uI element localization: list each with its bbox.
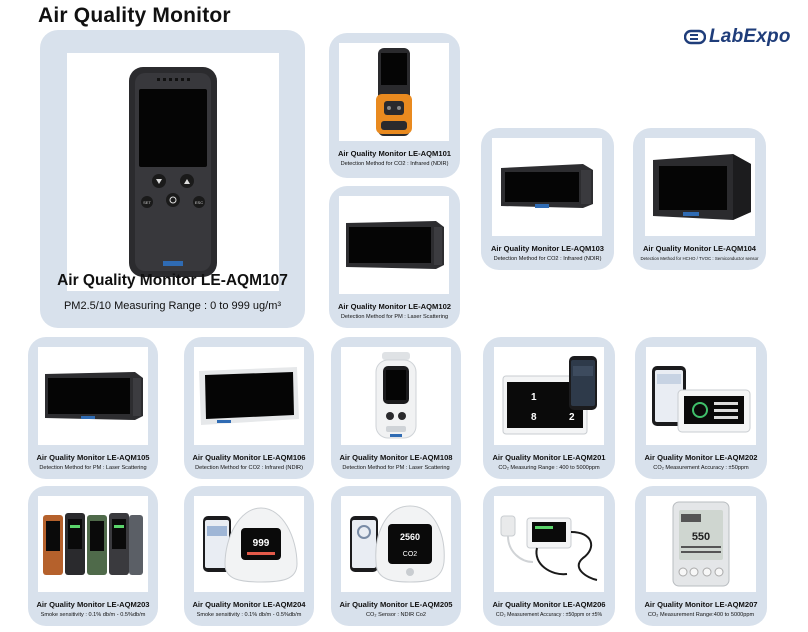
product-name: Air Quality Monitor LE-AQM201 (492, 453, 606, 462)
product-card-aqm204[interactable]: 999 Air Quality Monitor LE-AQM204 Smoke … (184, 486, 314, 626)
product-description: Detection Method for CO2 : Infrared (NDI… (340, 161, 449, 167)
product-image-aqm107: SET ESC (67, 53, 279, 291)
product-image-aqm203 (38, 496, 148, 592)
product-name: Air Quality Monitor LE-AQM204 (192, 600, 306, 609)
product-card-aqm202[interactable]: Air Quality Monitor LE-AQM202 CO₂ Measur… (635, 337, 767, 479)
product-card-aqm207[interactable]: 550 Air Quality Monitor LE-AQM207 CO₂ Me… (635, 486, 767, 626)
product-description: CO₂ Measurement Accuracy : ±50ppm (653, 465, 749, 471)
product-image-aqm105 (38, 347, 148, 445)
product-name: Air Quality Monitor LE-AQM203 (36, 600, 150, 609)
product-card-aqm102[interactable]: Air Quality Monitor LE-AQM102 Detection … (329, 186, 460, 328)
product-image-aqm101 (339, 43, 449, 141)
product-card-aqm103[interactable]: Air Quality Monitor LE-AQM103 Detection … (481, 128, 614, 270)
product-description: Detection Method for CO2 : Infrared (NDI… (493, 256, 602, 262)
set-button-label: SET (143, 200, 151, 205)
product-description: Detection Method for PM : Laser Scatteri… (340, 314, 449, 320)
product-card-aqm107[interactable]: SET ESC Air Quality Monitor LE-AQM107 PM… (40, 30, 305, 328)
product-card-aqm106[interactable]: Air Quality Monitor LE-AQM106 Detection … (184, 337, 314, 479)
product-card-aqm104[interactable]: Air Quality Monitor LE-AQM104 Detection … (633, 128, 766, 270)
product-description: PM2.5/10 Measuring Range : 0 to 999 ug/m… (63, 300, 282, 312)
product-description: Detection Method for CO2 : Infrared (NDI… (195, 465, 303, 471)
product-card-aqm206[interactable]: Air Quality Monitor LE-AQM206 CO₂ Measur… (483, 486, 615, 626)
product-name: Air Quality Monitor LE-AQM106 (192, 453, 306, 462)
product-description: Detection Method for PM : Laser Scatteri… (39, 465, 147, 471)
product-description: CO₂ Measurement Accuracy : ±50ppm or ±5% (495, 612, 603, 618)
labexpo-logo-icon (683, 28, 707, 46)
product-description: Smoke sensitivity : 0.1% db/m - 0.5%db/m (40, 612, 146, 618)
screen-label: CO2 (403, 551, 418, 558)
product-image-aqm207: 550 (646, 496, 756, 592)
product-card-aqm108[interactable]: Air Quality Monitor LE-AQM108 Detection … (331, 337, 461, 479)
esc-button-label: ESC (195, 200, 203, 205)
product-image-aqm204: 999 (194, 496, 304, 592)
product-name: Air Quality Monitor LE-AQM102 (337, 302, 452, 311)
product-name: Air Quality Monitor LE-AQM101 (337, 149, 452, 158)
product-name: Air Quality Monitor LE-AQM104 (642, 244, 757, 253)
product-image-aqm202 (646, 347, 756, 445)
product-name: Air Quality Monitor LE-AQM207 (644, 600, 758, 609)
product-description: CO₂ Sensor : NDIR Co2 (366, 612, 426, 618)
screen-reading: 2560 (400, 532, 420, 542)
product-image-aqm206 (494, 496, 604, 592)
screen-reading: 8 (531, 412, 537, 423)
product-description: CO₂ Measuring Range : 400 to 5000ppm (498, 465, 600, 471)
product-name: Air Quality Monitor LE-AQM103 (490, 244, 605, 253)
screen-reading: 999 (253, 538, 270, 549)
product-description: Detection Method for HCHO / TVOC : Semic… (640, 256, 759, 261)
product-image-aqm104 (645, 138, 755, 236)
product-image-aqm106 (194, 347, 304, 445)
product-image-aqm108 (341, 347, 451, 445)
product-description: CO₂ Measurement Range:400 to 5000ppm (647, 612, 755, 618)
brand-logo[interactable]: LabExpo (683, 24, 791, 50)
product-name: Air Quality Monitor LE-AQM202 (644, 453, 758, 462)
product-name: Air Quality Monitor LE-AQM206 (492, 600, 606, 609)
product-card-aqm203[interactable]: Air Quality Monitor LE-AQM203 Smoke sens… (28, 486, 158, 626)
product-description: Smoke sensitivity : 0.1% db/m - 0.5%db/m (196, 612, 302, 618)
screen-reading: 550 (692, 531, 710, 543)
product-image-aqm205: 2560 CO2 (341, 496, 451, 592)
product-description: Detection Method for PM : Laser Scatteri… (342, 465, 450, 471)
product-image-aqm201: 1 9 8 2 (494, 347, 604, 445)
product-image-aqm103 (492, 138, 602, 236)
page-title: Air Quality Monitor (38, 4, 231, 27)
logo-text: LabExpo (709, 26, 791, 47)
product-card-aqm205[interactable]: 2560 CO2 Air Quality Monitor LE-AQM205 C… (331, 486, 461, 626)
product-name: Air Quality Monitor LE-AQM107 (57, 272, 288, 289)
product-card-aqm101[interactable]: Air Quality Monitor LE-AQM101 Detection … (329, 33, 460, 178)
product-card-aqm201[interactable]: 1 9 8 2 Air Quality Monitor LE-AQM201 CO… (483, 337, 615, 479)
product-name: Air Quality Monitor LE-AQM205 (339, 600, 453, 609)
product-image-aqm102 (339, 196, 449, 294)
product-name: Air Quality Monitor LE-AQM108 (339, 453, 453, 462)
product-card-aqm105[interactable]: Air Quality Monitor LE-AQM105 Detection … (28, 337, 158, 479)
product-name: Air Quality Monitor LE-AQM105 (36, 453, 150, 462)
screen-reading: 1 (531, 392, 537, 403)
screen-reading: 2 (569, 412, 575, 423)
